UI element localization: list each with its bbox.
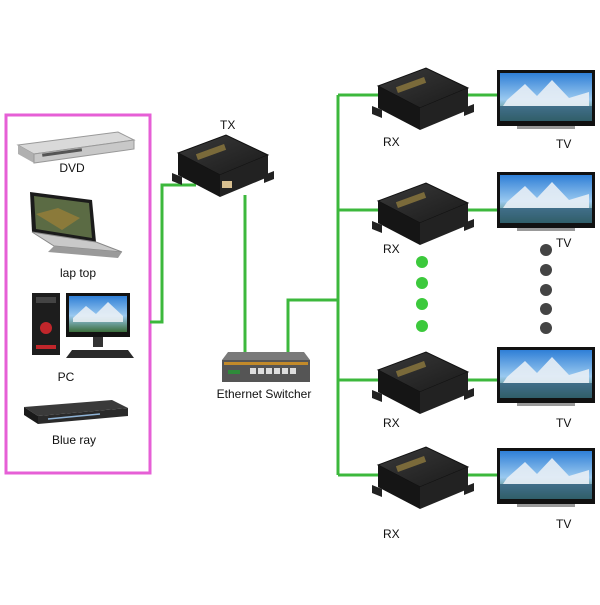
pc-label: PC xyxy=(57,370,75,384)
receiver-icon-2 xyxy=(371,182,475,246)
connection-links xyxy=(150,93,497,477)
transmitter-icon xyxy=(171,134,275,198)
receiver-label-3: RX xyxy=(383,416,400,430)
display-label-4: TV xyxy=(556,517,572,531)
receiver-label-2: RX xyxy=(383,242,400,256)
ethernet-switch-icon xyxy=(222,352,310,382)
tv-icon-1 xyxy=(497,70,595,129)
tv-icon-2 xyxy=(497,172,595,231)
receiver-icon-1 xyxy=(371,67,475,131)
display-continuation-dots xyxy=(540,244,552,334)
laptop-label: lap top xyxy=(59,266,97,280)
display-label-1: TV xyxy=(556,137,572,151)
receiver-label-4: RX xyxy=(383,527,400,541)
display-label-2: TV xyxy=(556,236,572,250)
bluray-label: Blue ray xyxy=(51,433,97,447)
bluray-player-icon xyxy=(24,400,128,424)
tv-icon-3 xyxy=(497,347,595,406)
dvd-player-icon xyxy=(16,131,136,164)
source-frame xyxy=(4,113,152,475)
laptop-icon xyxy=(30,192,123,258)
switch-label: Ethernet Switcher xyxy=(216,387,312,401)
receiver-icon-4 xyxy=(371,446,475,510)
pc-icon xyxy=(32,293,134,358)
dvd-label: DVD xyxy=(59,161,85,175)
receiver-icon-3 xyxy=(371,351,475,415)
display-label-3: TV xyxy=(556,416,572,430)
transmitter-label: TX xyxy=(220,118,236,132)
receiver-label-1: RX xyxy=(383,135,400,149)
receiver-continuation-dots xyxy=(416,256,428,332)
tv-icon-4 xyxy=(497,448,595,507)
